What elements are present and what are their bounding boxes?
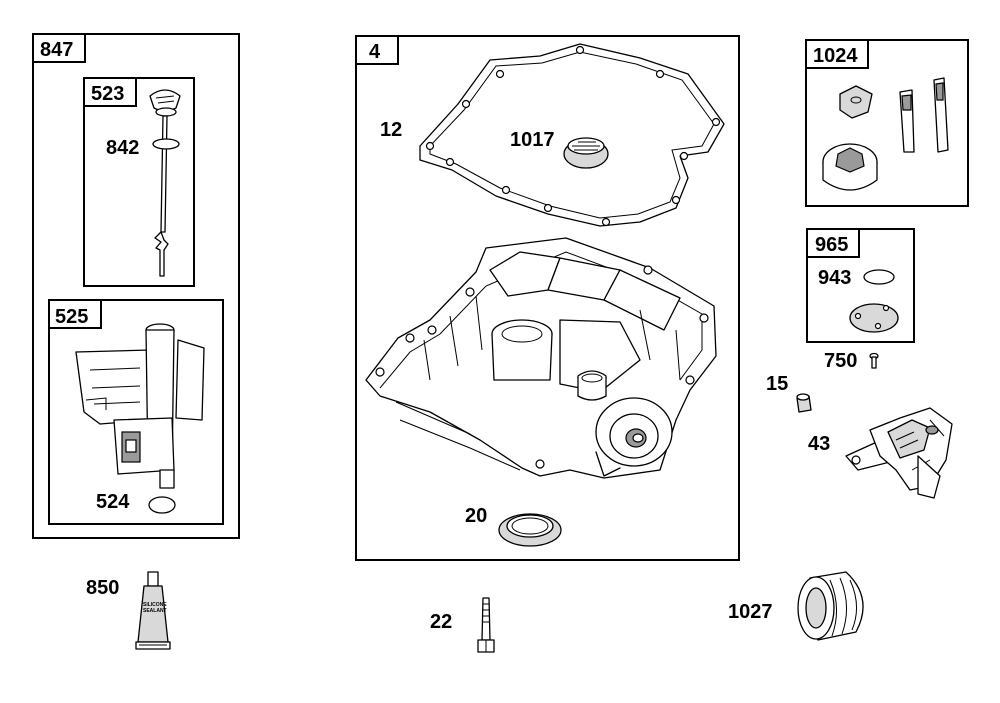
group-523: 523 842 [83,77,195,287]
o-ring-943 [863,269,895,285]
group-4-label: 4 [369,41,381,63]
part-850-label: 850 [86,577,119,599]
oil-seal-20 [498,513,562,547]
group-847: 847 523 842 525 [32,33,240,539]
oil-filter-1027 [797,571,864,641]
o-ring-842 [152,138,180,150]
part-15-label: 15 [766,373,788,395]
sealant-text-1: SILICONE [143,602,167,608]
oil-pump-parts-1024 [822,77,949,191]
group-1024-label: 1024 [813,45,858,67]
bolt-22 [477,597,495,653]
o-ring-524 [148,496,176,514]
dipstick-illustration [149,89,181,277]
group-1024: 1024 [805,39,969,207]
fill-tube-illustration [75,323,205,489]
group-965-label: 965 [815,234,848,256]
part-750-label: 750 [824,350,857,372]
part-1017-label: 1017 [510,129,555,151]
part-22-label: 22 [430,611,452,633]
gasket-12 [419,43,725,227]
oil-screen-1017 [563,137,609,169]
governor-assembly-43 [845,407,953,499]
silicone-sealant-tube: 850 SILICONE SEALANT [86,571,171,650]
part-12-label: 12 [380,119,402,141]
cover-plate-965 [849,303,899,333]
part-524-label: 524 [96,491,130,513]
group-847-label: 847 [40,39,73,61]
group-525: 525 524 [48,299,224,525]
group-4: 4 12 1017 [355,35,740,561]
group-965: 965 943 [806,228,915,343]
screw-750 [869,352,879,369]
group-523-label: 523 [91,83,124,105]
crankcase-sump [365,237,717,479]
group-525-label: 525 [55,306,88,328]
part-1027-label: 1027 [728,601,773,623]
plug-15 [796,393,812,413]
part-43-label: 43 [808,433,830,455]
part-20-label: 20 [465,505,487,527]
sealant-text-2: SEALANT [143,608,167,614]
part-842-label: 842 [106,137,139,159]
part-943-label: 943 [818,267,851,289]
